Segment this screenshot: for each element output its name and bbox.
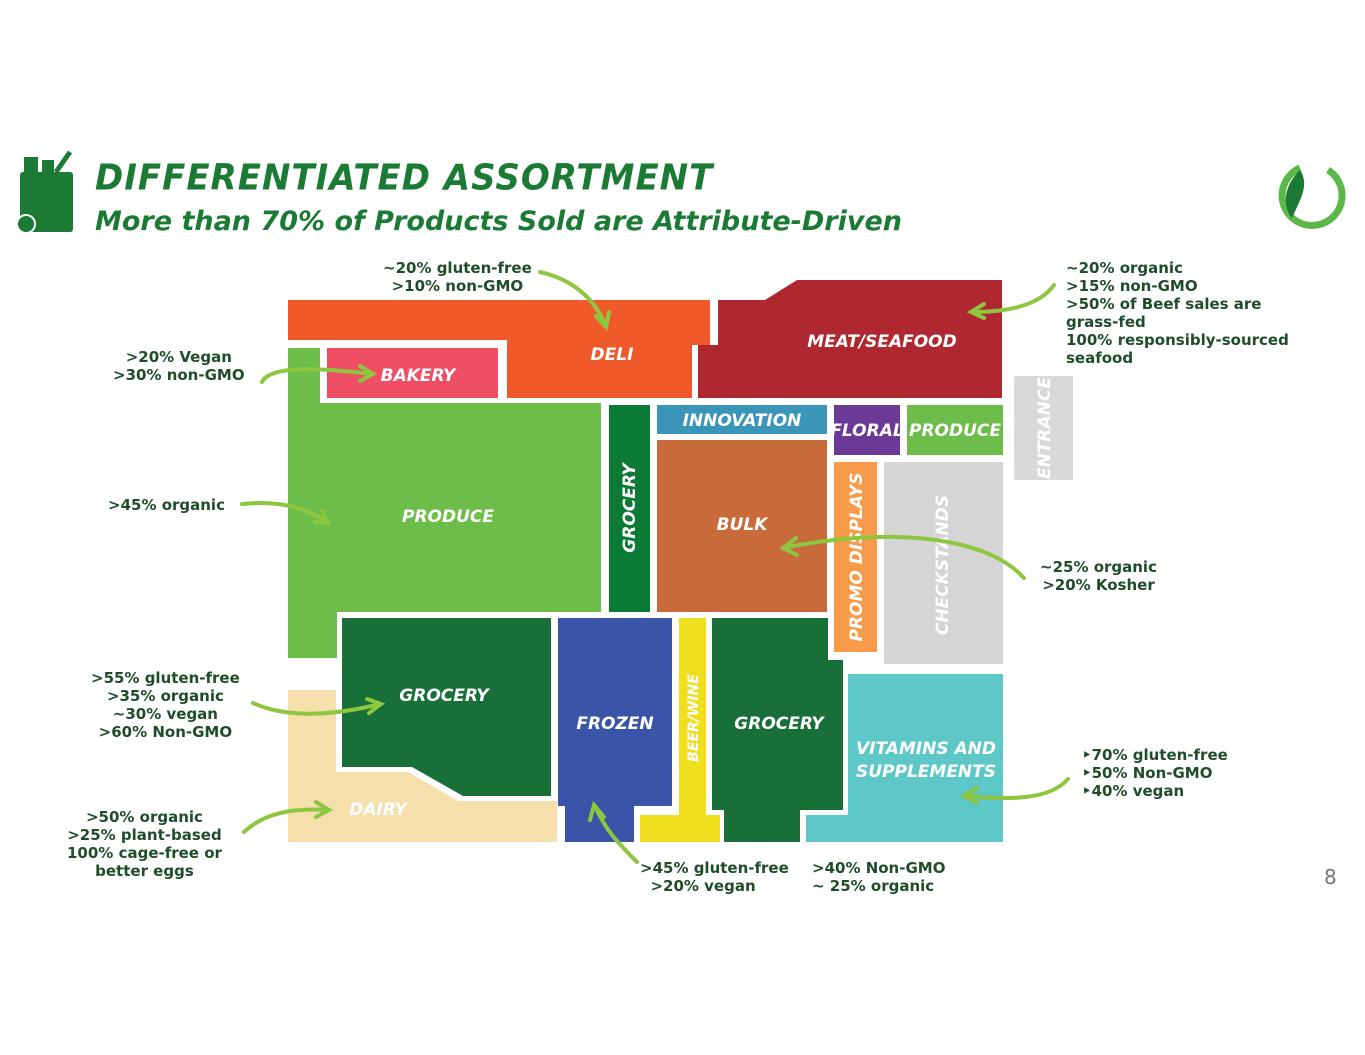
section-entrance [1014,376,1073,480]
section-grocery-right [712,618,843,842]
note-bulk: ~25% organic >20% Kosher [1040,558,1157,594]
note-produce: >45% organic [108,496,225,514]
label-bakery: BAKERY [381,366,457,386]
arrow-icon [240,270,1070,864]
label-produce-small: PRODUCE [909,421,1001,441]
section-beer-wine [640,618,720,842]
sprouts-leaf-logo [1278,164,1346,229]
section-bulk [657,440,827,612]
section-vitamins [806,674,1003,842]
section-frozen [558,618,672,842]
label-grocery-vertical: GROCERY [620,462,640,553]
page-subtitle: More than 70% of Products Sold are Attri… [95,206,903,237]
label-deli: DELI [591,345,634,365]
section-promo-displays [834,462,877,652]
label-frozen: FROZEN [576,714,653,734]
label-beer-wine: BEER/WINE [686,674,702,762]
note-bakery: >20% Vegan >30% non-GMO [113,348,245,384]
section-meat-seafood [698,280,1002,398]
note-grocery: >55% gluten-free >35% organic ~30% vegan… [91,669,240,741]
page-title: DIFFERENTIATED ASSORTMENT [95,157,714,199]
section-produce [288,348,601,658]
section-dairy [288,690,557,842]
label-bulk: BULK [717,515,770,535]
section-produce-small [907,405,1003,455]
note-dairy: >50% organic >25% plant-based 100% cage-… [67,808,222,880]
note-vitamins: ‣70% gluten-free ‣50% Non-GMO ‣40% vegan [1082,746,1228,800]
section-floral [834,405,900,455]
grocery-bag-icon [16,150,73,234]
note-grocery-right: >40% Non-GMO ~ 25% organic [812,859,946,895]
label-vitamins-line1: VITAMINS AND [856,739,996,759]
section-grocery-vertical [609,405,650,612]
label-vitamins-line2: SUPPLEMENTS [856,762,996,782]
section-grocery-left [342,618,551,796]
note-meat-seafood: ~20% organic >15% non-GMO >50% of Beef s… [1066,259,1289,367]
label-floral: FLORAL [830,421,903,441]
label-grocery-left: GROCERY [399,686,490,706]
page-number: 8 [1324,865,1337,889]
label-entrance: ENTRANCE [1035,377,1055,479]
label-meat-seafood: MEAT/SEAFOOD [807,332,957,352]
section-innovation [657,405,827,434]
label-dairy: DAIRY [349,800,408,820]
label-produce: PRODUCE [402,507,494,527]
label-promo-displays: PROMO DISPLAYS [847,472,867,641]
label-innovation: INNOVATION [683,411,802,431]
section-checkstands [884,462,1003,664]
label-grocery-right: GROCERY [734,714,825,734]
note-deli: ~20% gluten-free >10% non-GMO [383,259,532,295]
note-frozen: >45% gluten-free >20% vegan [640,859,789,895]
label-checkstands: CHECKSTANDS [933,495,953,635]
